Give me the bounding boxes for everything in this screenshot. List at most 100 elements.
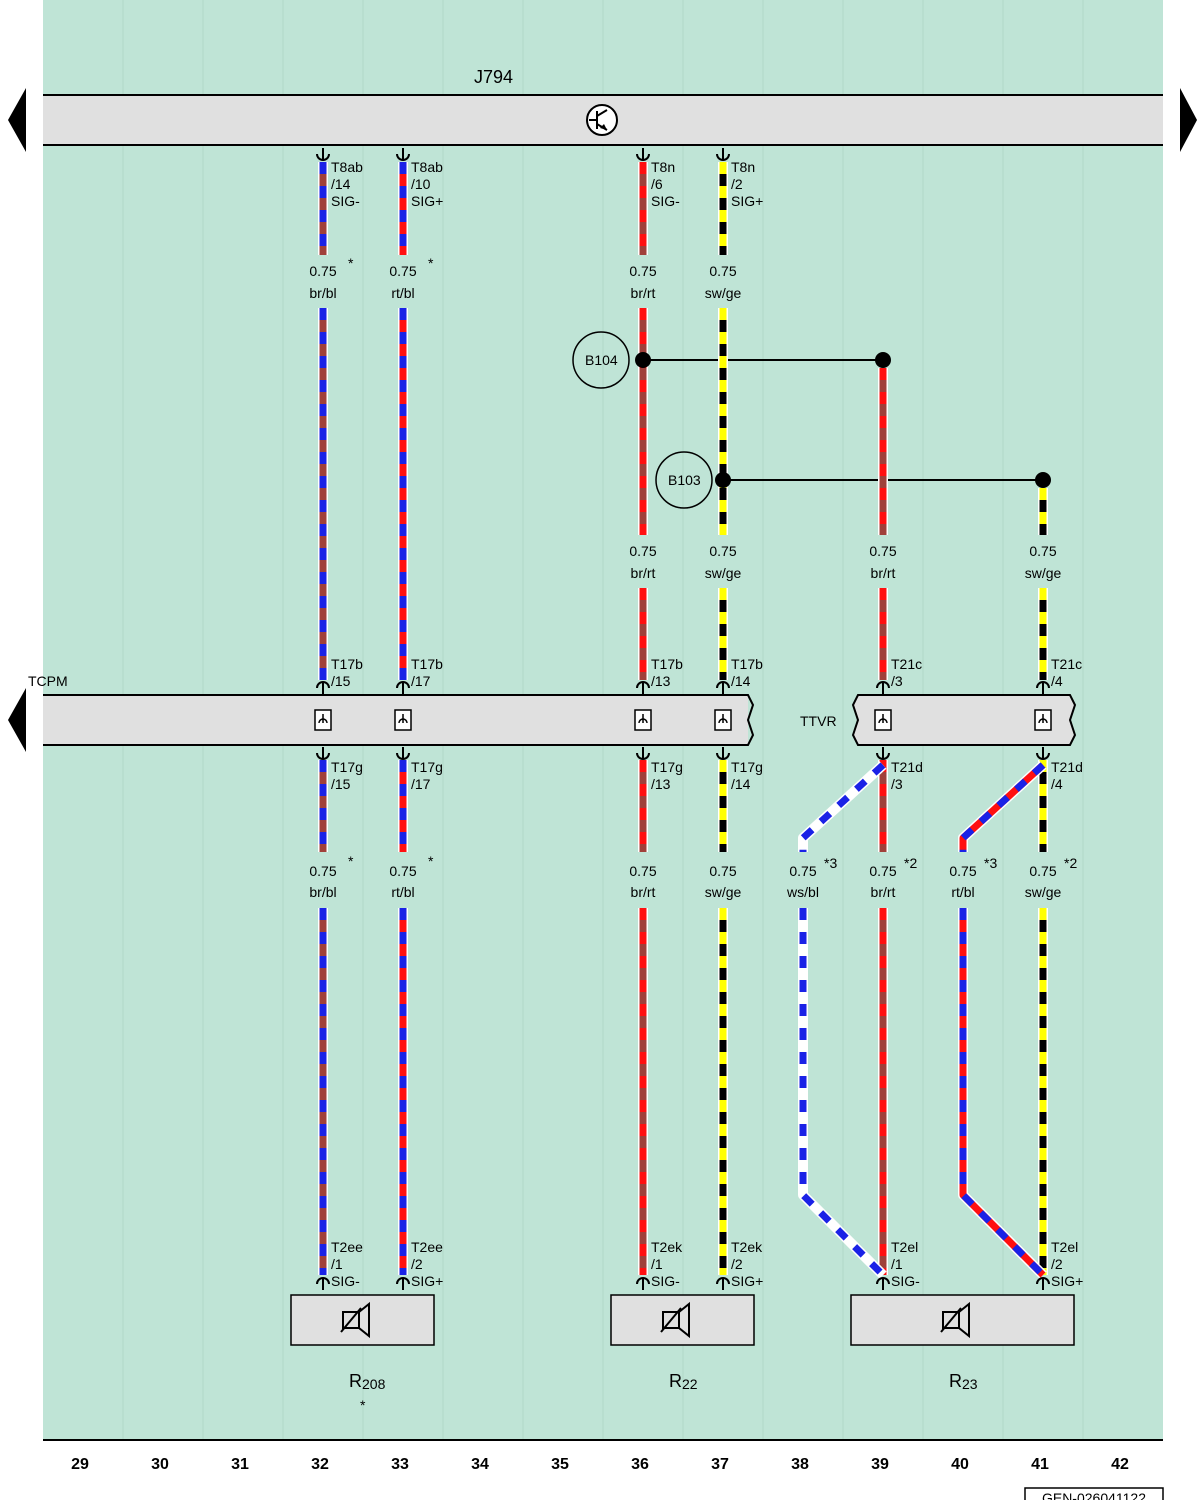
nav-arrow-right-top[interactable] [1180,88,1197,152]
connector-pin-icon [876,681,890,694]
pin-label: SIG+ [411,1273,443,1289]
connector-pin-icon [1036,747,1050,760]
nav-arrow-left-top[interactable] [8,88,26,152]
wire-color: rt/bl [951,884,974,900]
svg-text:B104: B104 [585,352,618,368]
wire-size: 0.75 [949,863,976,879]
pin-label: T17b [331,656,363,672]
pin-label: /3 [891,776,903,792]
wire-note: * [348,255,354,271]
nav-arrow-left-tcpm[interactable] [8,688,26,752]
column-number: 31 [231,1456,249,1473]
wire-38-low [798,908,887,1279]
pin-label: T17g [411,759,443,775]
pin-label: T8ab [331,159,363,175]
pin-label: T8n [731,159,755,175]
svg-text:GEN-026041122: GEN-026041122 [1042,1490,1146,1500]
connector-pin-icon [636,681,650,694]
module-port-icons [314,709,1052,731]
column-numbers: 29 30 31 32 33 34 35 36 37 38 39 40 41 4… [71,1456,1129,1473]
wire-color: sw/ge [705,884,742,900]
connector-pin-icon [876,747,890,760]
pin-label: SIG- [891,1273,920,1289]
speaker-icon [660,1301,690,1339]
wire-note: * [348,853,354,869]
pin-label: /17 [411,776,431,792]
connector-pin-icon [636,148,650,161]
speaker-icon [940,1301,970,1339]
pin-label: /13 [651,673,671,689]
wire-color: sw/ge [705,285,742,301]
wire-note: *3 [984,855,997,871]
pin-label: /1 [891,1256,903,1272]
splice-b103: B103 [655,451,713,509]
module-j794-label: J794 [474,67,513,87]
pin-label: /2 [731,176,743,192]
pin-label: SIG+ [731,193,763,209]
svg-text:R22: R22 [669,1371,698,1392]
column-number: 38 [791,1456,809,1473]
connector-pin-icon [396,747,410,760]
svg-text:B103: B103 [668,472,701,488]
wire-labels: T8ab /14 SIG- T8ab /10 SIG+ T8n /6 SIG- … [309,159,1083,1289]
pin-label: T21c [891,656,922,672]
pin-label: /1 [331,1256,343,1272]
speaker-r208: R208 * [290,1294,435,1413]
pin-label: T2ee [331,1239,363,1255]
wire-color: rt/bl [391,884,414,900]
pin-label: /3 [891,673,903,689]
wire-color: br/rt [631,565,656,581]
pin-label: T2ek [651,1239,683,1255]
connector-pin-icon [716,681,730,694]
connector-pin-icon [636,1277,650,1290]
column-number: 36 [631,1456,649,1473]
wire-color: br/rt [631,884,656,900]
connector-pin-icon [716,1277,730,1290]
wire-color: rt/bl [391,285,414,301]
pin-label: /17 [411,673,431,689]
wire-size: 0.75 [629,543,656,559]
connector-pin-icon [316,148,330,161]
splice-dot-icon [635,352,1051,488]
connector-pin-icon [316,747,330,760]
speaker-r23: R23 [850,1294,1075,1392]
wire-size: 0.75 [789,863,816,879]
wire-color: br/rt [871,884,896,900]
pin-label: SIG- [651,193,680,209]
splice-b104: B104 [572,331,630,389]
pin-label: SIG- [651,1273,680,1289]
column-number: 32 [311,1456,329,1473]
pin-label: SIG+ [731,1273,763,1289]
pin-label: /14 [731,673,751,689]
pin-label: /14 [331,176,351,192]
column-number: 40 [951,1456,969,1473]
pin-label: /4 [1051,776,1063,792]
wire-size: 0.75 [709,863,736,879]
pin-label: T21c [1051,656,1082,672]
wire-color: br/bl [309,285,336,301]
pin-label: SIG- [331,1273,360,1289]
wire-color: br/bl [309,884,336,900]
wire-note: *3 [824,855,837,871]
pin-label: SIG+ [1051,1273,1083,1289]
pin-label: T8ab [411,159,443,175]
pin-label: /10 [411,176,431,192]
connector-pin-icon [316,681,330,694]
connector-pin-icon [716,148,730,161]
wire-size: 0.75 [869,543,896,559]
column-number: 29 [71,1456,89,1473]
svg-text:R23: R23 [949,1371,978,1392]
wire-color: br/rt [871,565,896,581]
pin-label: /6 [651,176,663,192]
pin-label: SIG- [331,193,360,209]
wire-size: 0.75 [709,263,736,279]
column-number: 33 [391,1456,409,1473]
connector-pin-icon [1036,681,1050,694]
module-ttvr-bar [851,694,1077,746]
module-tcpm-label: TCPM [28,673,68,689]
wire-size: 0.75 [309,263,336,279]
pin-label: T17g [731,759,763,775]
pin-label: T2ek [731,1239,763,1255]
pin-label: /2 [411,1256,423,1272]
transistor-icon [586,104,618,136]
